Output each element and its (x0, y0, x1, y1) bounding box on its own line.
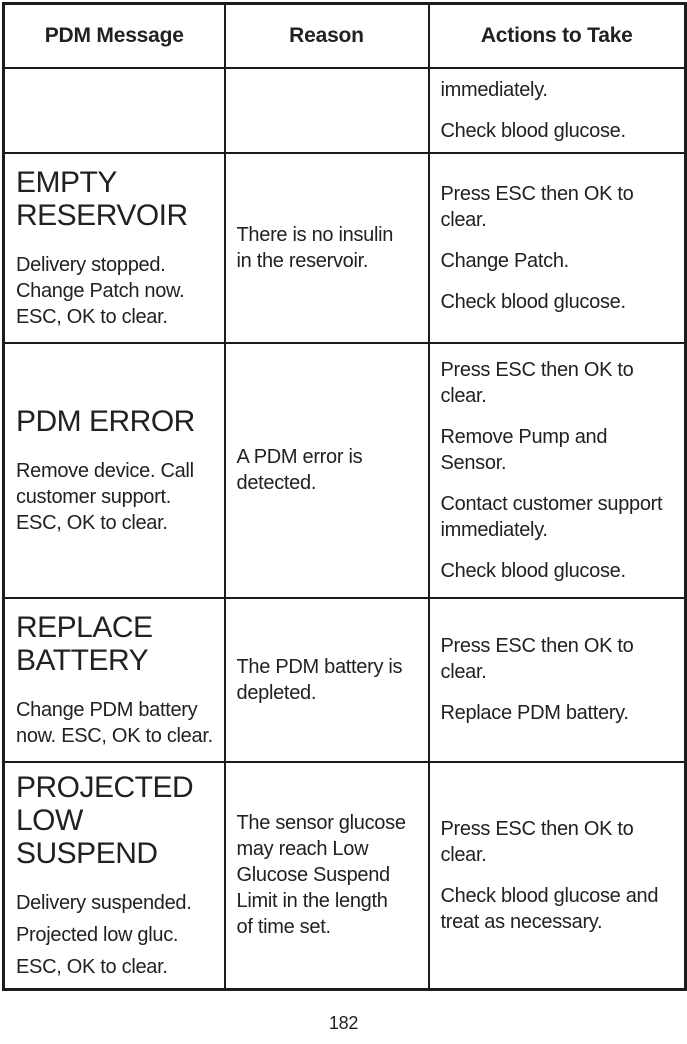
actions-text: Press ESC then OK to clear. Replace PDM b… (441, 633, 677, 726)
actions-text: Press ESC then OK to clear. Change Patch.… (441, 181, 677, 315)
table-row-projected-low-suspend: PROJECTED LOW SUSPEND Delivery suspended… (2, 760, 687, 990)
paragraph: There is no insulin in the reservoir. (236, 223, 394, 272)
paragraph: immediately. (440, 78, 548, 101)
pdm-message-cell: PDM ERROR Remove device. Call customer s… (2, 341, 226, 599)
reason-cell: There is no insulin in the reservoir. (223, 151, 430, 344)
paragraph: Replace PDM battery. (440, 702, 629, 724)
actions-cell: Press ESC then OK to clear. Replace PDM b… (427, 596, 687, 763)
reason-cell: The PDM battery is depleted. (223, 596, 430, 763)
paragraph: Remove device. Call customer support. ES… (16, 459, 194, 534)
actions-cell: Press ESC then OK to clear. Remove Pump a… (427, 341, 687, 599)
table-row-continuation: immediately. Check blood glucose. (2, 66, 687, 154)
pdm-alarms-table: PDM Message Reason Actions to Take immed… (2, 2, 687, 991)
reason-text: There is no insulin in the reservoir. (237, 222, 420, 274)
reason-cell (223, 66, 430, 154)
pdm-message-cell: EMPTY RESERVOIR Delivery stopped. Change… (2, 151, 226, 344)
pdm-message-cell: REPLACE BATTERY Change PDM battery now. … (2, 596, 226, 763)
reason-cell: A PDM error is detected. (223, 341, 430, 599)
reason-text: The sensor glucose may reach Low Glucose… (237, 810, 420, 940)
paragraph: A PDM error is detected. (236, 446, 363, 494)
alarm-title: REPLACE BATTERY (16, 610, 153, 677)
alarm-title: PDM ERROR (16, 404, 195, 438)
paragraph: Change Patch. (440, 249, 570, 272)
table-row-replace-battery: REPLACE BATTERY Change PDM battery now. … (2, 596, 687, 763)
column-header-pdm-message: PDM Message (2, 2, 226, 69)
paragraph: Projected low gluc. (16, 923, 179, 946)
column-header-reason: Reason (223, 2, 430, 69)
alarm-message-detail: Delivery suspended. Projected low gluc. ES… (16, 890, 216, 980)
pdm-message-cell: PROJECTED LOW SUSPEND Delivery suspended… (2, 760, 226, 990)
actions-cell: immediately. Check blood glucose. (427, 66, 687, 154)
page-number: 182 (328, 1012, 359, 1033)
reason-text: A PDM error is detected. (237, 444, 420, 496)
paragraph: Press ESC then OK to clear. (440, 635, 634, 683)
actions-text: immediately. Check blood glucose. (441, 77, 677, 144)
actions-text: Press ESC then OK to clear. Check blood g… (441, 816, 677, 935)
actions-cell: Press ESC then OK to clear. Change Patch.… (427, 151, 687, 344)
alarm-title: PROJECTED LOW SUSPEND (16, 770, 194, 870)
pdm-message-cell (2, 66, 226, 154)
table-header-row: PDM Message Reason Actions to Take (2, 2, 687, 69)
paragraph: The sensor glucose may reach Low Glucose… (236, 812, 406, 938)
paragraph: Press ESC then OK to clear. (440, 182, 634, 231)
paragraph: Change PDM battery now. ESC, OK to clear… (16, 698, 213, 747)
paragraph: Remove Pump and Sensor. (440, 425, 608, 474)
actions-cell: Press ESC then OK to clear. Check blood g… (427, 760, 687, 990)
paragraph: Check blood glucose. (440, 119, 627, 142)
paragraph: Check blood glucose. (440, 559, 627, 582)
paragraph: Press ESC then OK to clear. (440, 817, 634, 866)
paragraph: Delivery stopped. Change Patch now. ESC,… (16, 253, 185, 328)
reason-text: The PDM battery is depleted. (237, 654, 420, 706)
column-header-actions-to-take: Actions to Take (427, 2, 687, 69)
alarm-title: EMPTY RESERVOIR (16, 165, 188, 232)
table-row-empty-reservoir: EMPTY RESERVOIR Delivery stopped. Change… (2, 151, 687, 344)
table-row-pdm-error: PDM ERROR Remove device. Call customer s… (2, 341, 687, 599)
paragraph: Check blood glucose. (440, 290, 627, 313)
paragraph: ESC, OK to clear. (16, 955, 168, 978)
paragraph: The PDM battery is depleted. (236, 655, 403, 704)
paragraph: Delivery suspended. (16, 891, 192, 914)
alarm-message-detail: Remove device. Call customer support. ES… (16, 458, 216, 536)
actions-text: Press ESC then OK to clear. Remove Pump a… (441, 357, 677, 584)
alarm-message-detail: Change PDM battery now. ESC, OK to clear… (16, 697, 216, 749)
alarm-message-detail: Delivery stopped. Change Patch now. ESC,… (16, 252, 216, 330)
paragraph: Press ESC then OK to clear. (440, 358, 634, 407)
reason-cell: The sensor glucose may reach Low Glucose… (223, 760, 430, 990)
paragraph: Check blood glucose and treat as necessa… (440, 884, 659, 933)
paragraph: Contact customer support immediately. (440, 492, 663, 541)
